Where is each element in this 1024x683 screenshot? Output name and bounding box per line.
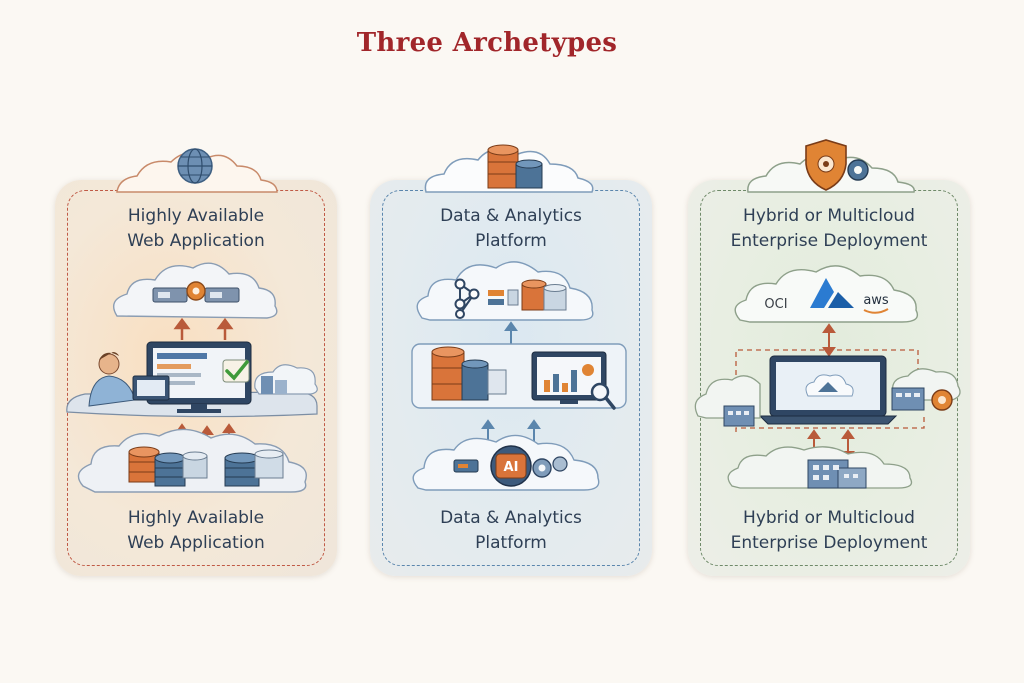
hybrid-multicloud-panel: OCI aws bbox=[688, 139, 970, 576]
gear-icon bbox=[186, 281, 206, 301]
ai-chip-label: AI bbox=[504, 460, 519, 475]
flow-arrows bbox=[481, 419, 541, 442]
network-graph-icon bbox=[454, 278, 480, 319]
private-cloud bbox=[891, 368, 961, 411]
ai-chip-icon: AI bbox=[490, 445, 532, 487]
diagram-title: Three Archetypes bbox=[356, 28, 618, 58]
flow-arrows-upper bbox=[173, 317, 234, 340]
on-premises-cloud bbox=[694, 375, 761, 427]
oci-logo: OCI bbox=[764, 297, 787, 312]
panel-footer: Data & Analytics Platform bbox=[370, 506, 652, 556]
web-application-panel: Highly Available Web Application Highly … bbox=[55, 148, 337, 576]
gear-icon bbox=[847, 159, 869, 181]
data-center-icon bbox=[807, 459, 867, 489]
web-application-illustration bbox=[66, 148, 318, 493]
footer-line: Highly Available bbox=[127, 508, 265, 528]
oci-label: OCI bbox=[764, 297, 787, 312]
magnifier-icon bbox=[590, 382, 616, 410]
panel-heading: Hybrid or Multicloud Enterprise Deployme… bbox=[688, 204, 970, 254]
database-icon bbox=[487, 144, 543, 189]
data-analytics-illustration: AI bbox=[411, 144, 627, 491]
connection-path bbox=[735, 416, 925, 432]
heading-line: Platform bbox=[475, 231, 547, 251]
panel-heading: Highly Available Web Application bbox=[55, 204, 337, 254]
footer-line: Enterprise Deployment bbox=[730, 533, 928, 553]
footer-line: Web Application bbox=[127, 533, 265, 553]
database-icon bbox=[128, 446, 284, 487]
azure-logo bbox=[810, 278, 854, 308]
checkmark-icon bbox=[222, 359, 250, 383]
aws-label: aws bbox=[863, 293, 889, 308]
heading-line: Enterprise Deployment bbox=[730, 231, 928, 251]
globe-icon bbox=[177, 148, 213, 184]
laptop-icon bbox=[758, 355, 898, 425]
pipeline-icon bbox=[488, 279, 567, 311]
heading-line: Web Application bbox=[127, 231, 265, 251]
heading-line: Data & Analytics bbox=[440, 206, 582, 226]
panel-footer: Hybrid or Multicloud Enterprise Deployme… bbox=[688, 506, 970, 556]
gear-icon bbox=[532, 456, 568, 478]
panel-footer: Highly Available Web Application bbox=[55, 506, 337, 556]
footer-line: Platform bbox=[475, 533, 547, 553]
hybrid-multicloud-illustration: OCI aws bbox=[694, 139, 961, 489]
data-analytics-panel: AI Data & Analytics Platform Data & Anal… bbox=[370, 144, 652, 576]
security-shield-icon bbox=[805, 139, 847, 191]
heading-line: Highly Available bbox=[127, 206, 265, 226]
footer-line: Hybrid or Multicloud bbox=[743, 508, 915, 528]
user-workstation bbox=[66, 341, 318, 418]
panel-heading: Data & Analytics Platform bbox=[370, 204, 652, 254]
heading-line: Hybrid or Multicloud bbox=[743, 206, 915, 226]
analytics-workspace bbox=[411, 343, 627, 409]
aws-logo: aws bbox=[863, 293, 889, 314]
footer-line: Data & Analytics bbox=[440, 508, 582, 528]
